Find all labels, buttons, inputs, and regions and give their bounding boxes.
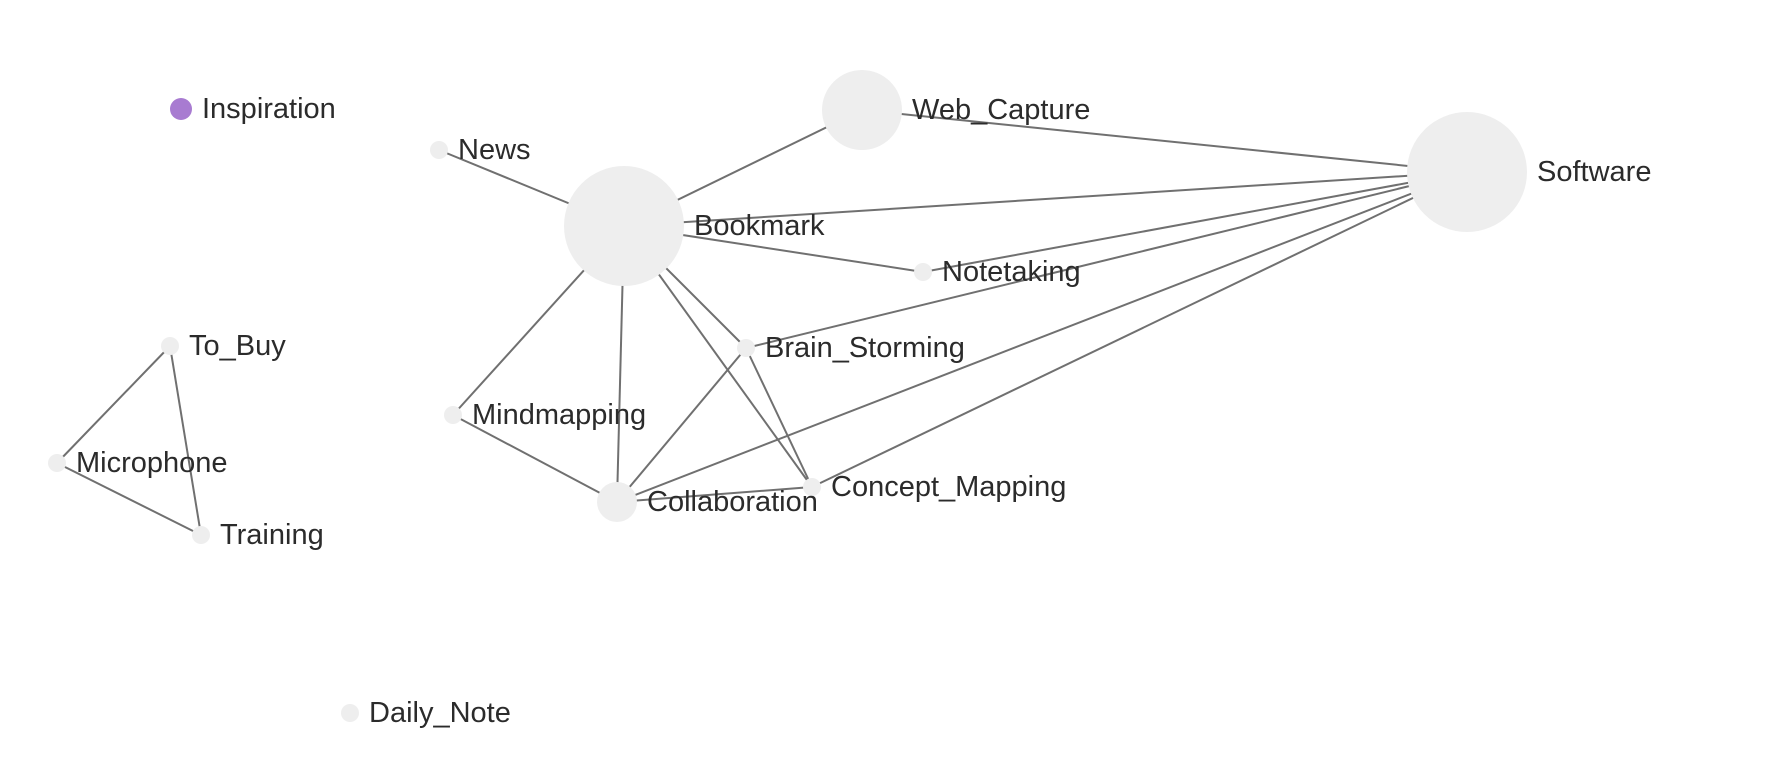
node-label-bookmark[interactable]: Bookmark	[694, 210, 825, 242]
node-label-news[interactable]: News	[458, 134, 531, 166]
edge-brain_storming-software	[745, 171, 1468, 349]
node-daily_note[interactable]: Daily_Note	[341, 697, 511, 729]
node-label-training[interactable]: Training	[220, 519, 324, 551]
node-label-notetaking[interactable]: Notetaking	[942, 256, 1081, 288]
node-mindmapping[interactable]: Mindmapping	[444, 399, 646, 431]
node-to_buy[interactable]: To_Buy	[161, 330, 286, 362]
edge-concept_mapping-software	[811, 171, 1468, 488]
edge-web_capture-software	[861, 109, 1468, 173]
node-circle-inspiration[interactable]	[170, 98, 192, 120]
node-circle-mindmapping[interactable]	[444, 406, 462, 424]
edge-brain_storming-concept_mapping	[745, 347, 813, 488]
node-news[interactable]: News	[430, 134, 531, 166]
node-software[interactable]: Software	[1407, 112, 1651, 232]
node-circle-bookmark[interactable]	[564, 166, 684, 286]
edge-collaboration-concept_mapping	[616, 486, 813, 503]
node-label-inspiration[interactable]: Inspiration	[202, 93, 336, 125]
node-circle-news[interactable]	[430, 141, 448, 159]
node-circle-training[interactable]	[192, 526, 210, 544]
edge-collaboration-software	[616, 171, 1468, 503]
node-label-collaboration[interactable]: Collaboration	[647, 486, 818, 518]
node-label-mindmapping[interactable]: Mindmapping	[472, 399, 646, 431]
node-label-to_buy[interactable]: To_Buy	[189, 330, 286, 362]
edge-notetaking-software	[922, 171, 1468, 273]
node-circle-brain_storming[interactable]	[737, 339, 755, 357]
node-bookmark[interactable]: Bookmark	[564, 166, 825, 286]
edge-brain_storming-collaboration	[616, 347, 747, 503]
node-circle-microphone[interactable]	[48, 454, 66, 472]
node-collaboration[interactable]: Collaboration	[597, 482, 818, 522]
node-web_capture[interactable]: Web_Capture	[822, 70, 1090, 150]
edge-mindmapping-collaboration	[452, 414, 618, 503]
edge-bookmark-software	[623, 171, 1468, 227]
node-brain_storming[interactable]: Brain_Storming	[737, 332, 965, 364]
edge-to_buy-microphone	[56, 345, 171, 464]
node-label-microphone[interactable]: Microphone	[76, 447, 228, 479]
node-label-web_capture[interactable]: Web_Capture	[912, 94, 1090, 126]
node-label-brain_storming[interactable]: Brain_Storming	[765, 332, 965, 364]
node-concept_mapping[interactable]: Concept_Mapping	[803, 471, 1066, 503]
node-microphone[interactable]: Microphone	[48, 447, 228, 479]
node-circle-notetaking[interactable]	[914, 263, 932, 281]
node-circle-daily_note[interactable]	[341, 704, 359, 722]
node-circle-collaboration[interactable]	[597, 482, 637, 522]
edges-layer	[56, 109, 1468, 536]
node-circle-software[interactable]	[1407, 112, 1527, 232]
node-notetaking[interactable]: Notetaking	[914, 256, 1081, 288]
node-circle-web_capture[interactable]	[822, 70, 902, 150]
node-inspiration[interactable]: Inspiration	[170, 93, 336, 125]
node-training[interactable]: Training	[192, 519, 324, 551]
node-label-concept_mapping[interactable]: Concept_Mapping	[831, 471, 1066, 503]
node-label-daily_note[interactable]: Daily_Note	[369, 697, 511, 729]
edge-to_buy-training	[169, 345, 202, 536]
node-circle-to_buy[interactable]	[161, 337, 179, 355]
edge-microphone-training	[56, 462, 202, 536]
node-label-software[interactable]: Software	[1537, 156, 1651, 188]
node-circle-concept_mapping[interactable]	[803, 478, 821, 496]
